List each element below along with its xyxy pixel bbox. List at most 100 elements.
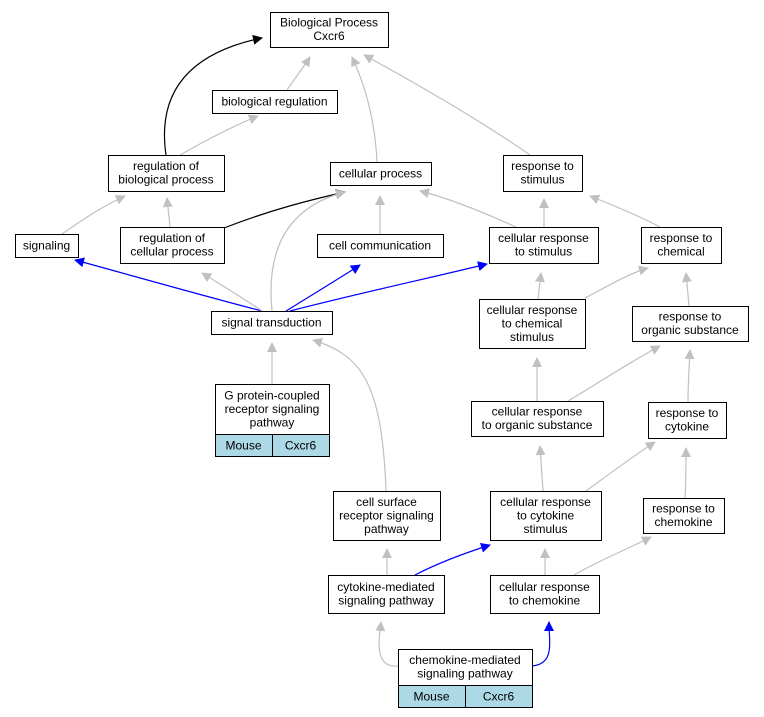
node-label-line: response to — [652, 502, 715, 516]
node-label-line: stimulus — [510, 330, 554, 344]
node-label-line: signal transduction — [221, 315, 321, 329]
node-label-line: cell communication — [329, 238, 431, 252]
edge-cellular-response-organic-to-response-organic — [567, 345, 661, 402]
node-label-line: cellular response — [500, 495, 591, 509]
annotation-gpcr: Mouse Cxcr6 — [215, 434, 330, 457]
edge-response-cytokine-to-response-organic — [684, 349, 695, 403]
annotation-gene: Cxcr6 — [285, 439, 317, 453]
node-label-line: pathway — [364, 522, 409, 536]
edge-biological-regulation-to-bp — [286, 56, 311, 91]
node-label-line: response to — [656, 406, 719, 420]
annotation-organism: Mouse — [225, 439, 261, 453]
edge-cellular-process-to-bp — [351, 56, 378, 163]
node-label-line: pathway — [250, 415, 295, 429]
edge-signal-transduction-to-cellular-process — [270, 189, 346, 312]
node-label-line: cellular response — [492, 405, 583, 419]
node-biological-regulation[interactable]: biological regulation — [212, 90, 338, 114]
node-label-line: biological process — [118, 173, 213, 187]
edge-regulation-cp-to-regulation-bp — [162, 197, 173, 228]
node-signal-transduction[interactable]: signal transduction — [211, 311, 333, 335]
node-label-line: Biological Process — [280, 16, 378, 30]
edge-cellular-response-chemokine-to-response-chemokine — [573, 536, 652, 576]
node-label-line: cellular response — [499, 580, 590, 594]
node-label-line: regulation of — [133, 159, 200, 173]
edge-regulation-cp-to-cellular-process — [223, 189, 346, 229]
edge-regulation-bp-to-biological-regulation — [179, 114, 259, 156]
node-label-line: biological regulation — [221, 94, 327, 108]
edge-signal-transduction-to-signaling — [74, 257, 263, 312]
node-label-line: G protein-coupled — [224, 388, 319, 402]
node-cellular-process[interactable]: cellular process — [330, 162, 432, 186]
edge-cellular-response-chemical-to-response-chemical — [584, 265, 649, 299]
edge-cellular-response-cytokine-to-response-cytokine — [585, 441, 656, 492]
edge-cellular-response-cytokine-to-cellular-response-organic — [535, 445, 546, 492]
node-label-line: organic substance — [641, 323, 739, 337]
node-label-line: stimulus — [523, 522, 567, 536]
node-label-line: cellular process — [130, 245, 213, 259]
node-label-line: chemokine — [654, 515, 712, 529]
node-label-line: signaling pathway — [417, 667, 512, 681]
edge-cell-surface-to-signal-transduction — [312, 337, 387, 492]
node-label-line: to chemokine — [509, 594, 581, 608]
annotation-gene: Cxcr6 — [483, 690, 515, 704]
annotation-chemokine-mediated: Mouse Cxcr6 — [398, 685, 533, 708]
edge-cytokine-mediated-to-cellular-response-cytokine — [414, 542, 491, 576]
edge-response-chemical-to-response-stimulus — [589, 194, 661, 228]
node-label-line: chemokine-mediated — [409, 653, 520, 667]
node-signaling[interactable]: signaling — [15, 234, 79, 258]
annotation-gene-cell — [272, 434, 330, 457]
node-cell-communication[interactable]: cell communication — [317, 234, 444, 258]
edge-cellular-response-chemical-to-cellular-response-stimulus — [535, 272, 545, 300]
edge-cellular-response-stimulus-to-cellular-process — [419, 188, 521, 230]
edge-response-stimulus-to-bp — [363, 54, 531, 156]
node-label-line: to cytokine — [517, 508, 575, 522]
node-label-line: response to — [650, 231, 713, 245]
edge-signal-transduction-to-cellular-response-stimulus — [289, 261, 488, 312]
annotation-gene-cell — [465, 685, 533, 708]
edge-signaling-to-regulation-bp — [61, 195, 126, 235]
node-label-line: chemical — [657, 245, 704, 259]
edge-regulation-bp-to-bp — [163, 34, 263, 156]
node-label-line: cytokine — [665, 420, 709, 434]
edge-chemokine-mediated-to-cellular-response-chemokine — [531, 621, 555, 667]
node-label-line: cytokine-mediated — [337, 580, 434, 594]
node-label-line: signaling — [23, 238, 70, 252]
node-label-line: regulation of — [139, 231, 206, 245]
node-label-line: response to — [511, 159, 574, 173]
edge-chemokine-mediated-to-cytokine-mediated — [375, 621, 399, 667]
edge-response-chemokine-to-response-cytokine — [680, 447, 691, 499]
node-label-line: cellular response — [498, 231, 589, 245]
node-label-line: cellular response — [487, 303, 578, 317]
node-label-line: stimulus — [520, 173, 564, 187]
edge-signal-transduction-to-cell-communication — [285, 264, 361, 312]
node-label-line: to organic substance — [482, 418, 593, 432]
edge-response-organic-to-response-chemical — [681, 272, 692, 307]
node-label-line: signaling pathway — [338, 594, 433, 608]
node-label-line: response to — [659, 310, 722, 324]
annotation-organism: Mouse — [413, 690, 449, 704]
node-label-line: cellular process — [339, 166, 422, 180]
node-label-line: receptor signaling — [225, 402, 320, 416]
node-label-line: to stimulus — [515, 245, 572, 259]
node-label-line: cell surface — [356, 495, 417, 509]
node-label-line: receptor signaling — [339, 508, 434, 522]
